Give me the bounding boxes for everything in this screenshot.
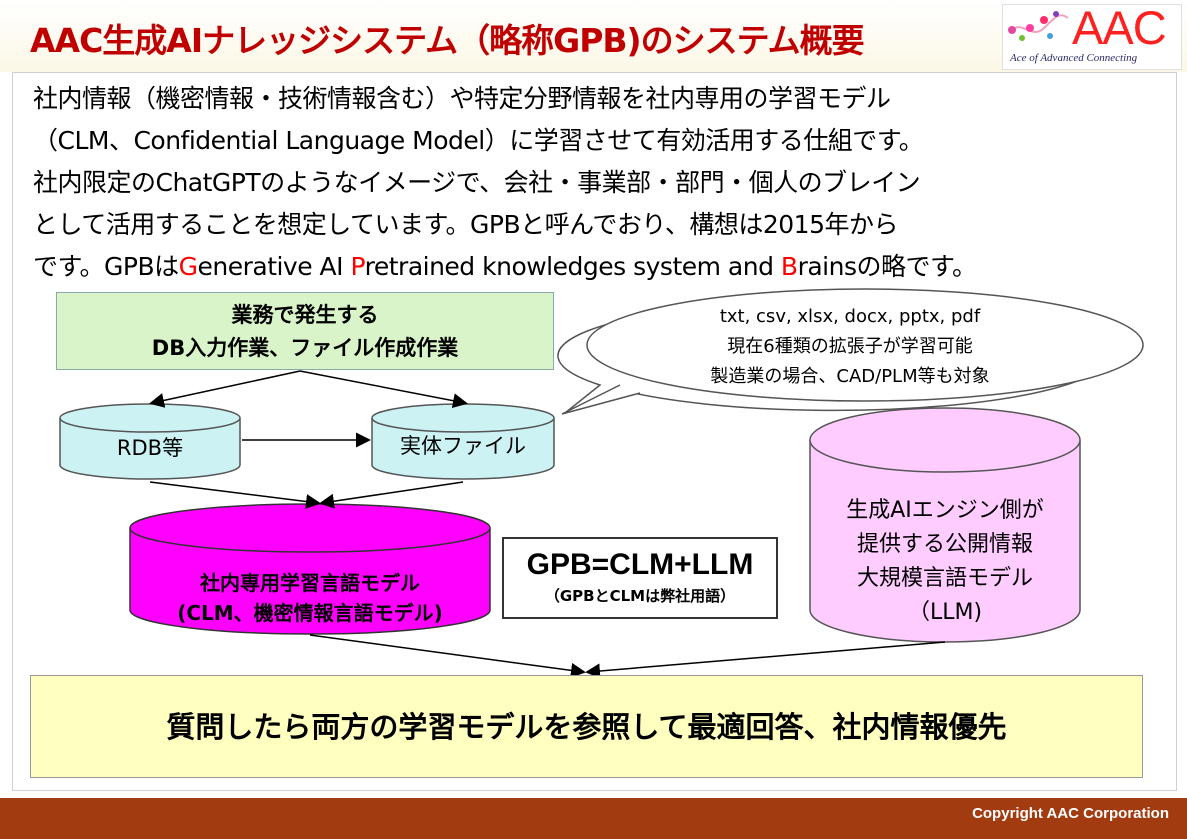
copyright: Copyright AAC Corporation [972, 805, 1169, 822]
clm-label-line: (CLM、機密情報言語モデル) [177, 601, 443, 625]
clm-label: 社内専用学習言語モデル (CLM、機密情報言語モデル) [130, 568, 490, 628]
llm-label-line: 生成AIエンジン側が [846, 498, 1044, 523]
source-line: 業務で発生する [231, 303, 379, 327]
intro-line: （CLM、Confidential Language Model）に学習させて有… [33, 126, 924, 155]
page-title: AAC生成AIナレッジシステム（略称GPB)のシステム概要 [30, 21, 865, 60]
arrow-rdb-to-clm [149, 481, 321, 509]
intro-line: 社内情報（機密情報・技術情報含む）や特定分野情報を社内専用の学習モデル [33, 84, 891, 113]
intro-line: 社内限定のChatGPTのようなイメージで、会社・事業部・部門・個人のブレイン [33, 168, 921, 197]
rdb-cylinder [59, 403, 241, 480]
arrow-files-to-clm [319, 481, 464, 509]
llm-label-line: （LLM) [907, 600, 983, 625]
rdb-label: RDB等 [116, 436, 184, 460]
footer-band [0, 798, 1187, 839]
files-cylinder [371, 403, 555, 480]
result-box: 質問したら両方の学習モデルを参照して最適回答、社内情報優先 [30, 675, 1143, 778]
highlight-g: G [178, 252, 198, 281]
highlight-b: B [780, 252, 798, 281]
source-line: DB入力作業、ファイル作成作業 [151, 336, 459, 360]
callout-line: txt, csv, xlsx, docx, pptx, pdf [719, 306, 981, 327]
arrow-llm-to-result [585, 641, 946, 679]
intro-line: です。GPBはGenerative AI Pretrained knowledg… [33, 252, 977, 281]
intro-line: として活用することを想定しています。GPBと呼んでおり、構想は2015年から [33, 210, 898, 239]
clm-label-line: 社内専用学習言語モデル [200, 571, 420, 595]
callout-ellipse [586, 288, 1144, 402]
logo-text: AAC [1072, 1, 1167, 54]
source-box: 業務で発生する DB入力作業、ファイル作成作業 [56, 292, 554, 370]
llm-label-line: 提供する公開情報 [856, 532, 1033, 557]
callout-tail [561, 384, 641, 415]
llm-label: 生成AIエンジン側が 提供する公開情報 大規模言語モデル （LLM) [810, 494, 1080, 630]
llm-label-line: 大規模言語モデル [856, 566, 1033, 591]
intro-text: 社内情報（機密情報・技術情報含む）や特定分野情報を社内専用の学習モデル （CLM… [33, 78, 1173, 288]
llm-cylinder [809, 407, 1081, 643]
logo-subtitle: Ace of Advanced Connecting [1010, 52, 1138, 64]
callout-text: txt, csv, xlsx, docx, pptx, pdf 現在6種類の拡張… [620, 302, 1080, 392]
callout-line: 現在6種類の拡張子が学習可能 [727, 336, 973, 357]
arrow-source-to-files [299, 370, 468, 409]
formula-box: GPB=CLM+LLM （GPBとCLMは弊社用語） [502, 537, 778, 619]
files-label: 実体ファイル [400, 434, 526, 458]
arrow-source-to-rdb [149, 370, 301, 408]
header-band [0, 0, 1187, 72]
callout-line: 製造業の場合、CAD/PLM等も対象 [710, 366, 990, 387]
highlight-p: P [350, 252, 365, 281]
formula-note: （GPBとCLMは弊社用語） [544, 587, 736, 605]
arrow-clm-to-result [309, 634, 586, 678]
formula-main: GPB=CLM+LLM [526, 548, 754, 581]
